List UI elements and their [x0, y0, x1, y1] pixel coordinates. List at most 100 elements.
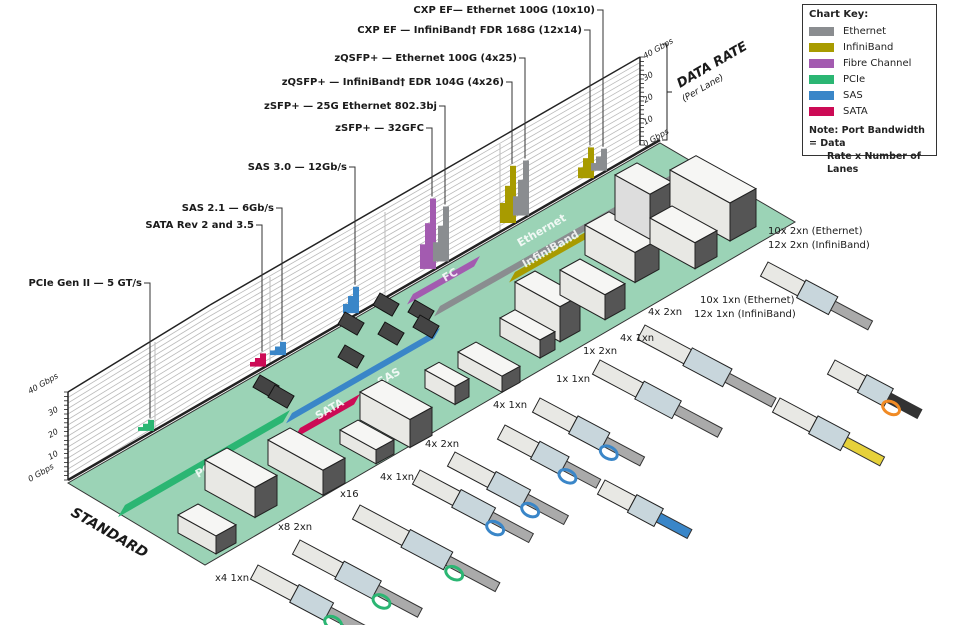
key-item-sas: SAS — [809, 87, 930, 103]
connector-face — [454, 377, 470, 406]
cable-assembly — [771, 397, 886, 467]
floor-edge — [67, 138, 661, 482]
right-axis-tick-label: 10 — [642, 114, 655, 127]
cable-assembly — [531, 397, 646, 467]
band-fc — [407, 256, 480, 305]
connector-face — [729, 187, 757, 242]
bar-step — [591, 163, 596, 171]
right-axis-tick-label: 30 — [642, 70, 655, 83]
bar-step — [275, 346, 280, 356]
leader-line — [144, 282, 151, 418]
key-item-ethernet: Ethernet — [809, 23, 930, 39]
connector-label: x16 — [340, 489, 359, 500]
standard-label: CXP EF — InfiniBand† FDR 168G (12x14) — [357, 25, 582, 36]
key-item-fibre-channel: Fibre Channel — [809, 55, 930, 71]
bar-5 — [443, 206, 449, 262]
leader-line — [597, 9, 604, 147]
leader-line — [584, 29, 591, 146]
bar-7 — [523, 160, 529, 216]
key-swatch — [809, 90, 834, 100]
key-item-pcie: PCIe — [809, 71, 930, 87]
bar-step — [138, 427, 143, 431]
pull-tab — [485, 519, 506, 537]
bar-2 — [280, 341, 286, 356]
cable-assembly — [351, 504, 501, 593]
leader-line — [426, 127, 433, 197]
connector-face — [539, 330, 556, 359]
connector-label: 4x 1xn — [493, 400, 527, 411]
pull-tab — [520, 501, 541, 519]
bar-step — [250, 361, 255, 367]
key-swatch — [809, 42, 834, 52]
bar-step — [583, 158, 588, 179]
leader-line — [256, 224, 263, 352]
pull-tab — [881, 399, 901, 417]
bar-step — [596, 156, 601, 171]
pull-tab — [557, 468, 578, 485]
pull-tab — [598, 444, 619, 461]
sas-connector — [337, 344, 365, 369]
key-label: Fibre Channel — [843, 57, 912, 69]
band-pcie — [118, 410, 290, 518]
leader-line — [519, 57, 526, 159]
chart-key-title: Chart Key: — [809, 9, 869, 20]
cable-assembly — [291, 539, 423, 618]
leader-line — [439, 105, 446, 205]
standard-label: SATA Rev 2 and 3.5 — [145, 220, 254, 231]
connector-face — [254, 474, 278, 519]
cable-assembly — [411, 469, 535, 544]
bar-step — [578, 167, 583, 179]
connector-face — [322, 457, 346, 497]
key-swatch — [809, 106, 834, 116]
connector-label: 4x 1xn — [620, 333, 654, 344]
sas-connector — [337, 311, 365, 336]
leader-line — [276, 207, 283, 340]
key-label: SAS — [843, 89, 863, 101]
bar-9 — [601, 148, 607, 171]
bar-step — [500, 202, 505, 223]
standard-label: zSFP+ — 25G Ethernet 802.3bj — [264, 101, 437, 112]
key-swatch — [809, 74, 834, 84]
bar-step — [505, 185, 510, 223]
connector-label: 1x 1xn — [556, 374, 590, 385]
key-label: InfiniBand — [843, 41, 894, 53]
connector-label: 12x 1xn (InfiniBand) — [694, 309, 796, 320]
key-note-line-2: Rate x Number of Lanes — [827, 151, 921, 175]
leader-line — [349, 166, 356, 285]
left-axis-tick-label: 20 — [47, 427, 60, 440]
chart-key-note: Note: Port Bandwidth = Data Rate x Numbe… — [809, 124, 930, 176]
sas-connector — [407, 299, 435, 324]
bar-step — [438, 225, 443, 262]
sas-connector — [267, 384, 295, 409]
connector-label: 4x 2xn — [425, 439, 459, 450]
cable-assembly — [591, 359, 723, 438]
pull-tab — [371, 593, 392, 610]
key-label: Ethernet — [843, 25, 887, 37]
connector-label: 1x 2xn — [583, 346, 617, 357]
connector-face — [604, 282, 626, 321]
cable-assembly — [636, 324, 777, 408]
key-swatch — [809, 58, 834, 68]
cable-assembly — [826, 359, 923, 420]
connector-label: 12x 2xn (InfiniBand) — [768, 240, 870, 251]
key-label: SATA — [843, 105, 868, 117]
connector-face — [409, 406, 433, 449]
right-axis-tick-label: 20 — [642, 92, 655, 105]
standard-label: SAS 2.1 — 6Gb/s — [182, 203, 274, 214]
bar-step — [343, 303, 348, 314]
connector-label: x4 1xn — [215, 573, 249, 584]
bar-step — [270, 350, 275, 356]
bar-8 — [588, 147, 594, 179]
cable-assembly — [249, 564, 373, 625]
bar-0 — [148, 419, 154, 431]
key-note-line-1: Note: Port Bandwidth = Data — [809, 125, 925, 149]
sas-connector — [372, 292, 400, 317]
connector-label: x8 2xn — [278, 522, 312, 533]
bar-step — [420, 244, 425, 269]
connector-label: 10x 1xn (Ethernet) — [700, 295, 795, 306]
bar-1 — [260, 353, 266, 367]
connector-label: 10x 2xn (Ethernet) — [768, 226, 863, 237]
connector-label: 4x 1xn — [380, 472, 414, 483]
bar-step — [513, 196, 518, 216]
